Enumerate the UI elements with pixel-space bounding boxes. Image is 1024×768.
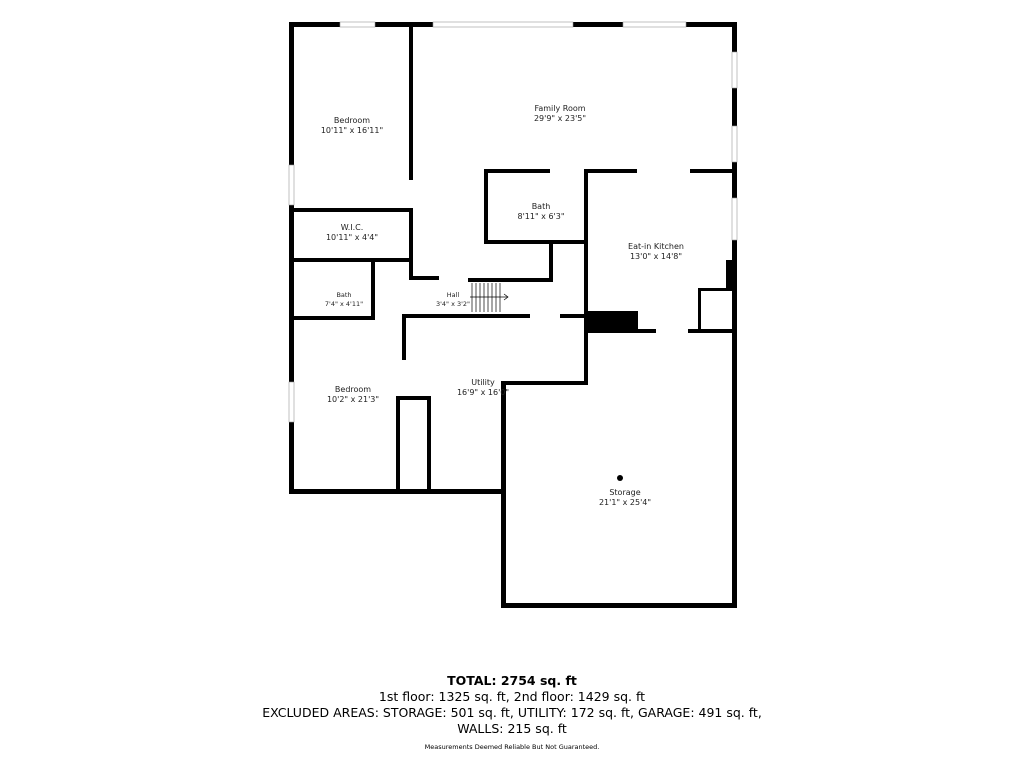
windows [288, 21, 738, 423]
room-name: Bedroom [334, 116, 370, 125]
room-dims: 10'2" x 21'3" [327, 395, 379, 404]
wall-area: WALLS: 215 sq. ft [457, 721, 567, 736]
room-dims: 10'11" x 4'4" [326, 233, 378, 242]
room-dims: 10'11" x 16'11" [321, 126, 383, 135]
room-name: Utility [471, 378, 495, 387]
room-dims: 29'9" x 23'5" [534, 114, 586, 123]
room-name: Eat-in Kitchen [628, 242, 684, 251]
room-dims: 3'4" x 3'2" [436, 300, 470, 308]
room-name: Family Room [534, 104, 585, 113]
room-dims: 16'9" x 16'0" [457, 388, 509, 397]
room-dims: 21'1" x 25'4" [599, 498, 651, 507]
floor-drain-marker [617, 475, 623, 481]
room-dims: 8'11" x 6'3" [517, 212, 564, 221]
room-name: W.I.C. [341, 223, 364, 232]
total-area: TOTAL: 2754 sq. ft [447, 673, 577, 688]
excluded-areas: EXCLUDED AREAS: STORAGE: 501 sq. ft, UTI… [262, 705, 762, 720]
disclaimer: Measurements Deemed Reliable But Not Gua… [424, 743, 600, 751]
room-name: Hall [447, 291, 460, 299]
room-dims: 7'4" x 4'11" [325, 300, 363, 308]
room-dims: 13'0" x 14'8" [630, 252, 682, 261]
room-name: Bath [336, 291, 351, 299]
room-labels: Bedroom 10'11" x 16'11" Family Room 29'9… [321, 104, 684, 507]
room-name: Bath [532, 202, 551, 211]
room-name: Bedroom [335, 385, 371, 394]
room-name: Storage [609, 488, 640, 497]
stairs [470, 283, 509, 312]
walls [289, 22, 737, 608]
floor-areas: 1st floor: 1325 sq. ft, 2nd floor: 1429 … [378, 689, 646, 704]
